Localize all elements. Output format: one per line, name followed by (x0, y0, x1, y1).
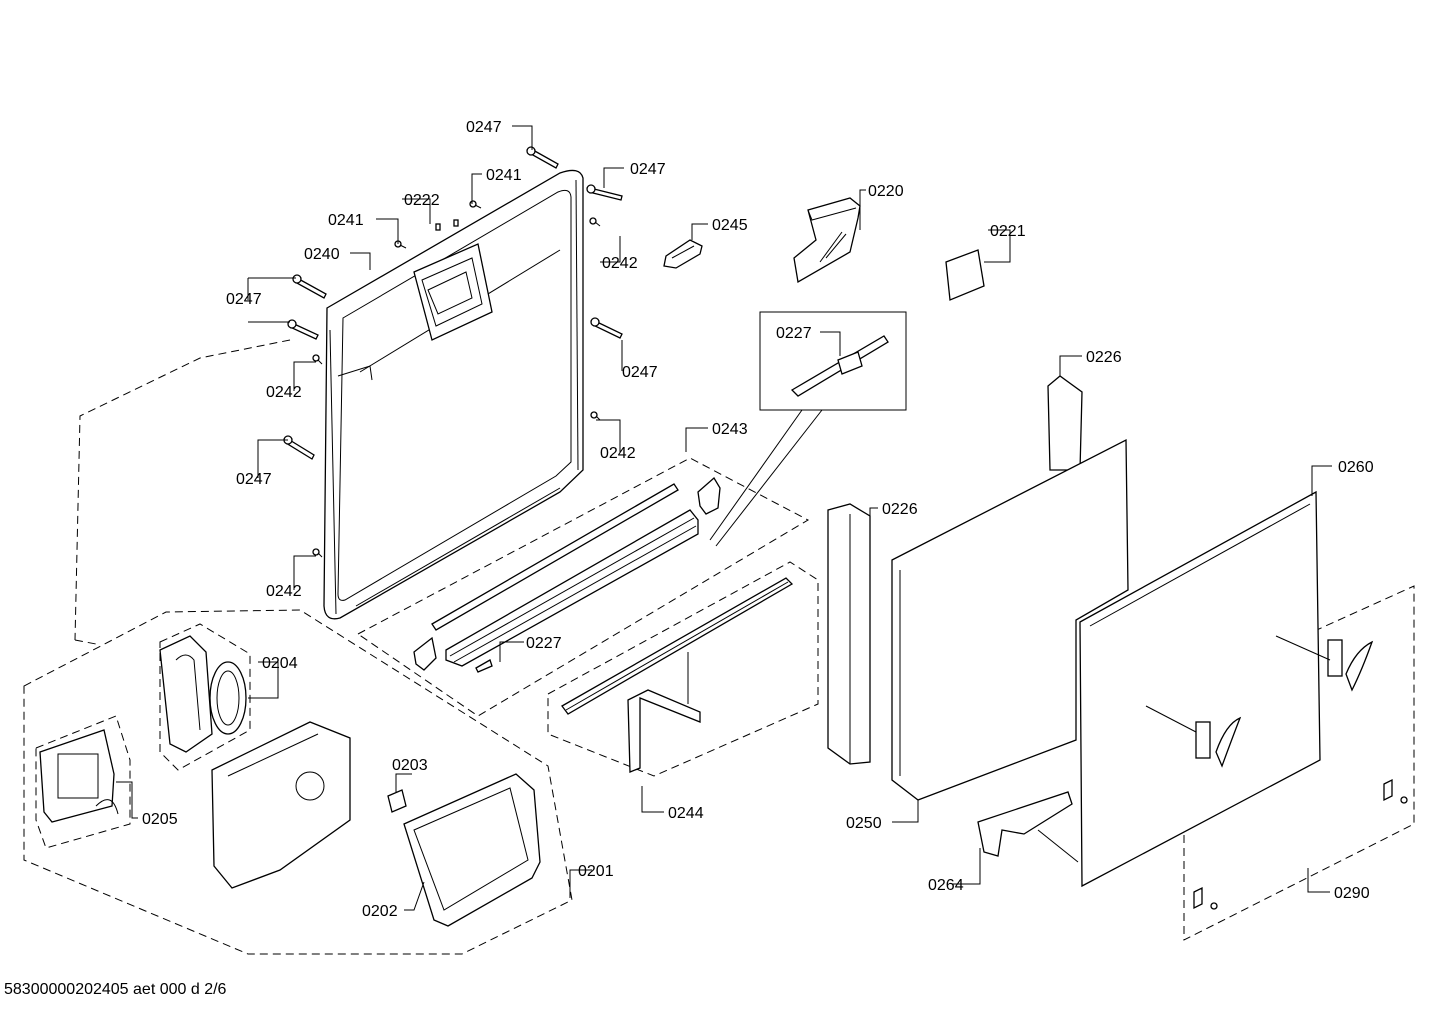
inner-panel-0250 (891, 438, 1129, 801)
part-label-0250: 0250 (846, 815, 882, 832)
screw-icon (283, 435, 315, 460)
mount-bracket-icon (1193, 886, 1218, 910)
hinge-clip-part (663, 239, 703, 269)
part-label-0222: 0222 (404, 192, 440, 209)
part-label-0264: 0264 (928, 877, 964, 894)
part-label-0226: 0226 (882, 501, 918, 518)
leader-lines (116, 125, 1332, 911)
document-code: 58300000202405 aet 000 d 2/6 (4, 981, 227, 998)
part-label-0240: 0240 (304, 246, 340, 263)
part-label-0202: 0202 (362, 903, 398, 920)
small-screw-icon (394, 240, 407, 249)
part-label-0220: 0220 (868, 183, 904, 200)
insulation-post-top (1047, 375, 1083, 471)
part-label-0243: 0243 (712, 421, 748, 438)
small-screw-icon (312, 354, 323, 365)
part-label-0242: 0242 (266, 384, 302, 401)
mount-bracket-icon (1383, 778, 1408, 804)
part-label-0247: 0247 (236, 471, 272, 488)
screw-icon (590, 317, 623, 339)
screw-icon (586, 184, 623, 201)
part-label-0204: 0204 (262, 655, 298, 672)
bracket-part-0264 (977, 791, 1073, 857)
part-label-0203: 0203 (392, 757, 428, 774)
group-outline-0205 (35, 715, 131, 849)
part-label-0242: 0242 (602, 255, 638, 272)
part-label-0245: 0245 (712, 217, 748, 234)
part-label-0244: 0244 (668, 805, 704, 822)
small-screw-icon (590, 411, 601, 421)
seal-bracket-part (159, 635, 213, 753)
part-label-0241: 0241 (328, 212, 364, 229)
panel-slot-icon (1195, 639, 1374, 768)
long-rail-part (561, 577, 794, 715)
screw-icon (526, 146, 559, 169)
ring-seal-part (209, 661, 247, 735)
part-label-0290: 0290 (1334, 885, 1370, 902)
bracket-part-0220 (793, 197, 861, 284)
small-screw-icon (589, 217, 601, 227)
part-label-0205: 0205 (142, 811, 178, 828)
small-screw-icon (469, 200, 482, 209)
door-frame-part (323, 169, 584, 620)
hinge-bracket-part (413, 636, 437, 671)
group-outline-0243 (357, 457, 810, 717)
display-frame-part (403, 773, 541, 927)
part-label-0260: 0260 (1338, 459, 1374, 476)
group-outline-0204 (159, 623, 251, 771)
part-label-0247: 0247 (622, 364, 658, 381)
part-label-0242: 0242 (266, 583, 302, 600)
part-label-0227: 0227 (776, 325, 812, 342)
group-outline-left (74, 339, 291, 645)
part-label-0201: 0201 (578, 863, 614, 880)
part-label-0226: 0226 (1086, 349, 1122, 366)
bracket-part-0244 (627, 689, 701, 773)
part-label-0241: 0241 (486, 167, 522, 184)
small-connector-part (387, 789, 407, 813)
group-outline-0244 (547, 561, 819, 777)
small-clip-icon (435, 219, 459, 231)
part-label-0247: 0247 (630, 161, 666, 178)
rail-part (431, 483, 679, 631)
control-module-part (211, 721, 351, 889)
switch-module-part (39, 729, 119, 823)
part-label-0221: 0221 (990, 223, 1026, 240)
part-label-0247: 0247 (226, 291, 262, 308)
pad-part-0221 (945, 249, 985, 301)
detail-box-0227 (709, 311, 907, 547)
screw-icon (287, 319, 319, 340)
hinge-bracket-part (697, 476, 721, 515)
small-clip-icon (475, 659, 493, 673)
front-panel-0260 (1079, 490, 1321, 888)
rail-part (445, 509, 699, 667)
part-label-0242: 0242 (600, 445, 636, 462)
insulation-post-mid (827, 503, 871, 765)
part-label-0227: 0227 (526, 635, 562, 652)
small-screw-icon (312, 548, 323, 558)
screw-icon (292, 274, 327, 299)
part-label-0247: 0247 (466, 119, 502, 136)
